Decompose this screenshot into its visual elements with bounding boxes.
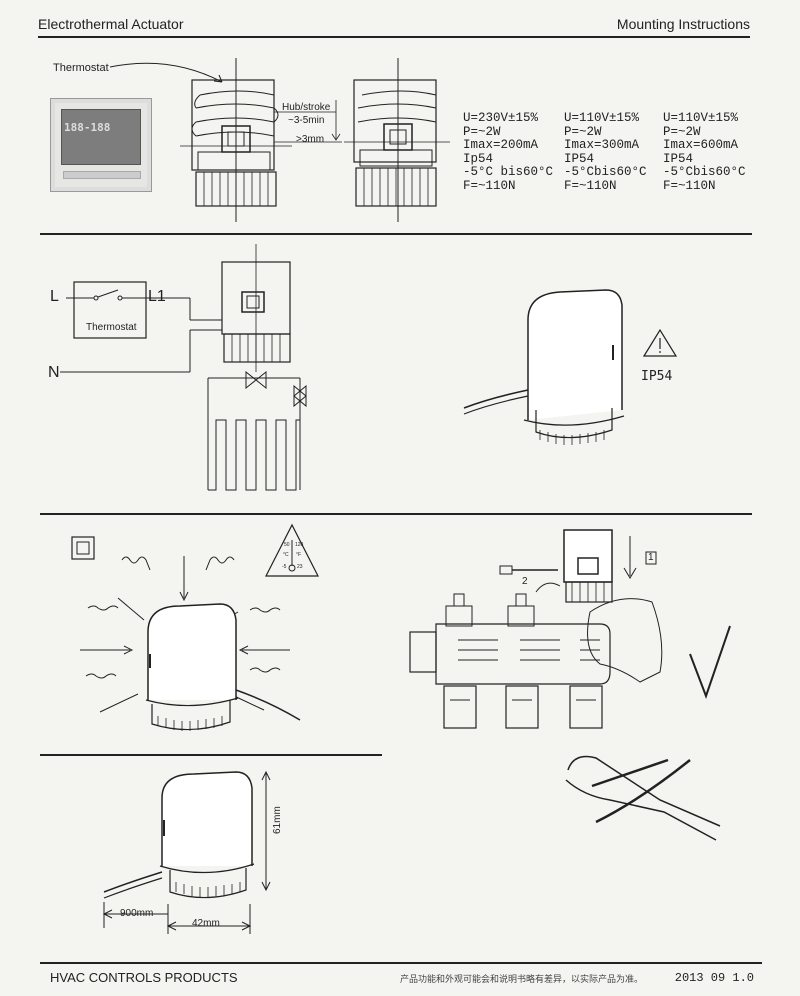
- temp-sign-celsius: °C: [283, 552, 289, 558]
- stroke-label-2: ~3-5min: [288, 115, 325, 126]
- gap-label: >3mm: [296, 134, 325, 145]
- thermostat-device-image: 188-188: [50, 98, 152, 192]
- cable-length-label: 900mm: [120, 908, 154, 919]
- footer-version: 2013 09 1.0: [674, 971, 754, 985]
- footer-disclaimer: 产品功能和外观可能会和说明书略有差异，以实际产品为准。: [400, 975, 644, 985]
- stroke-label-1: Hub/stroke: [282, 102, 331, 113]
- header-rule: [38, 36, 750, 38]
- temp-sign-50: 50: [284, 542, 290, 548]
- temp-sign-fahrenheit: °F: [296, 552, 302, 558]
- width-dimension-label: 42mm: [192, 918, 220, 929]
- footer-rule: [40, 962, 762, 964]
- section-divider-1: [40, 233, 752, 235]
- ip54-label: IP54: [641, 369, 673, 384]
- section-divider-3: [40, 754, 382, 756]
- step-1-label: 1: [648, 552, 654, 563]
- header-subtitle: Mounting Instructions: [616, 16, 750, 32]
- temp-sign-120: 120: [295, 542, 304, 548]
- thermostat-display-text: 188-188: [64, 121, 111, 134]
- height-dimension-label: 61mm: [272, 806, 283, 834]
- wire-label-L: L: [50, 288, 59, 305]
- wire-label-L1: L1: [148, 288, 166, 305]
- header-title: Electrothermal Actuator: [38, 16, 184, 32]
- temp-sign-23: 23: [297, 564, 303, 570]
- step-2-label: 2: [522, 576, 528, 587]
- wiring-thermostat-label: Thermostat: [86, 322, 137, 333]
- section-divider-2: [40, 513, 752, 515]
- wire-label-N: N: [48, 364, 60, 381]
- temp-sign-minus5: -5: [282, 564, 287, 570]
- thermostat-label: Thermostat: [53, 62, 109, 74]
- footer-company: HVAC CONTROLS PRODUCTS: [50, 970, 238, 985]
